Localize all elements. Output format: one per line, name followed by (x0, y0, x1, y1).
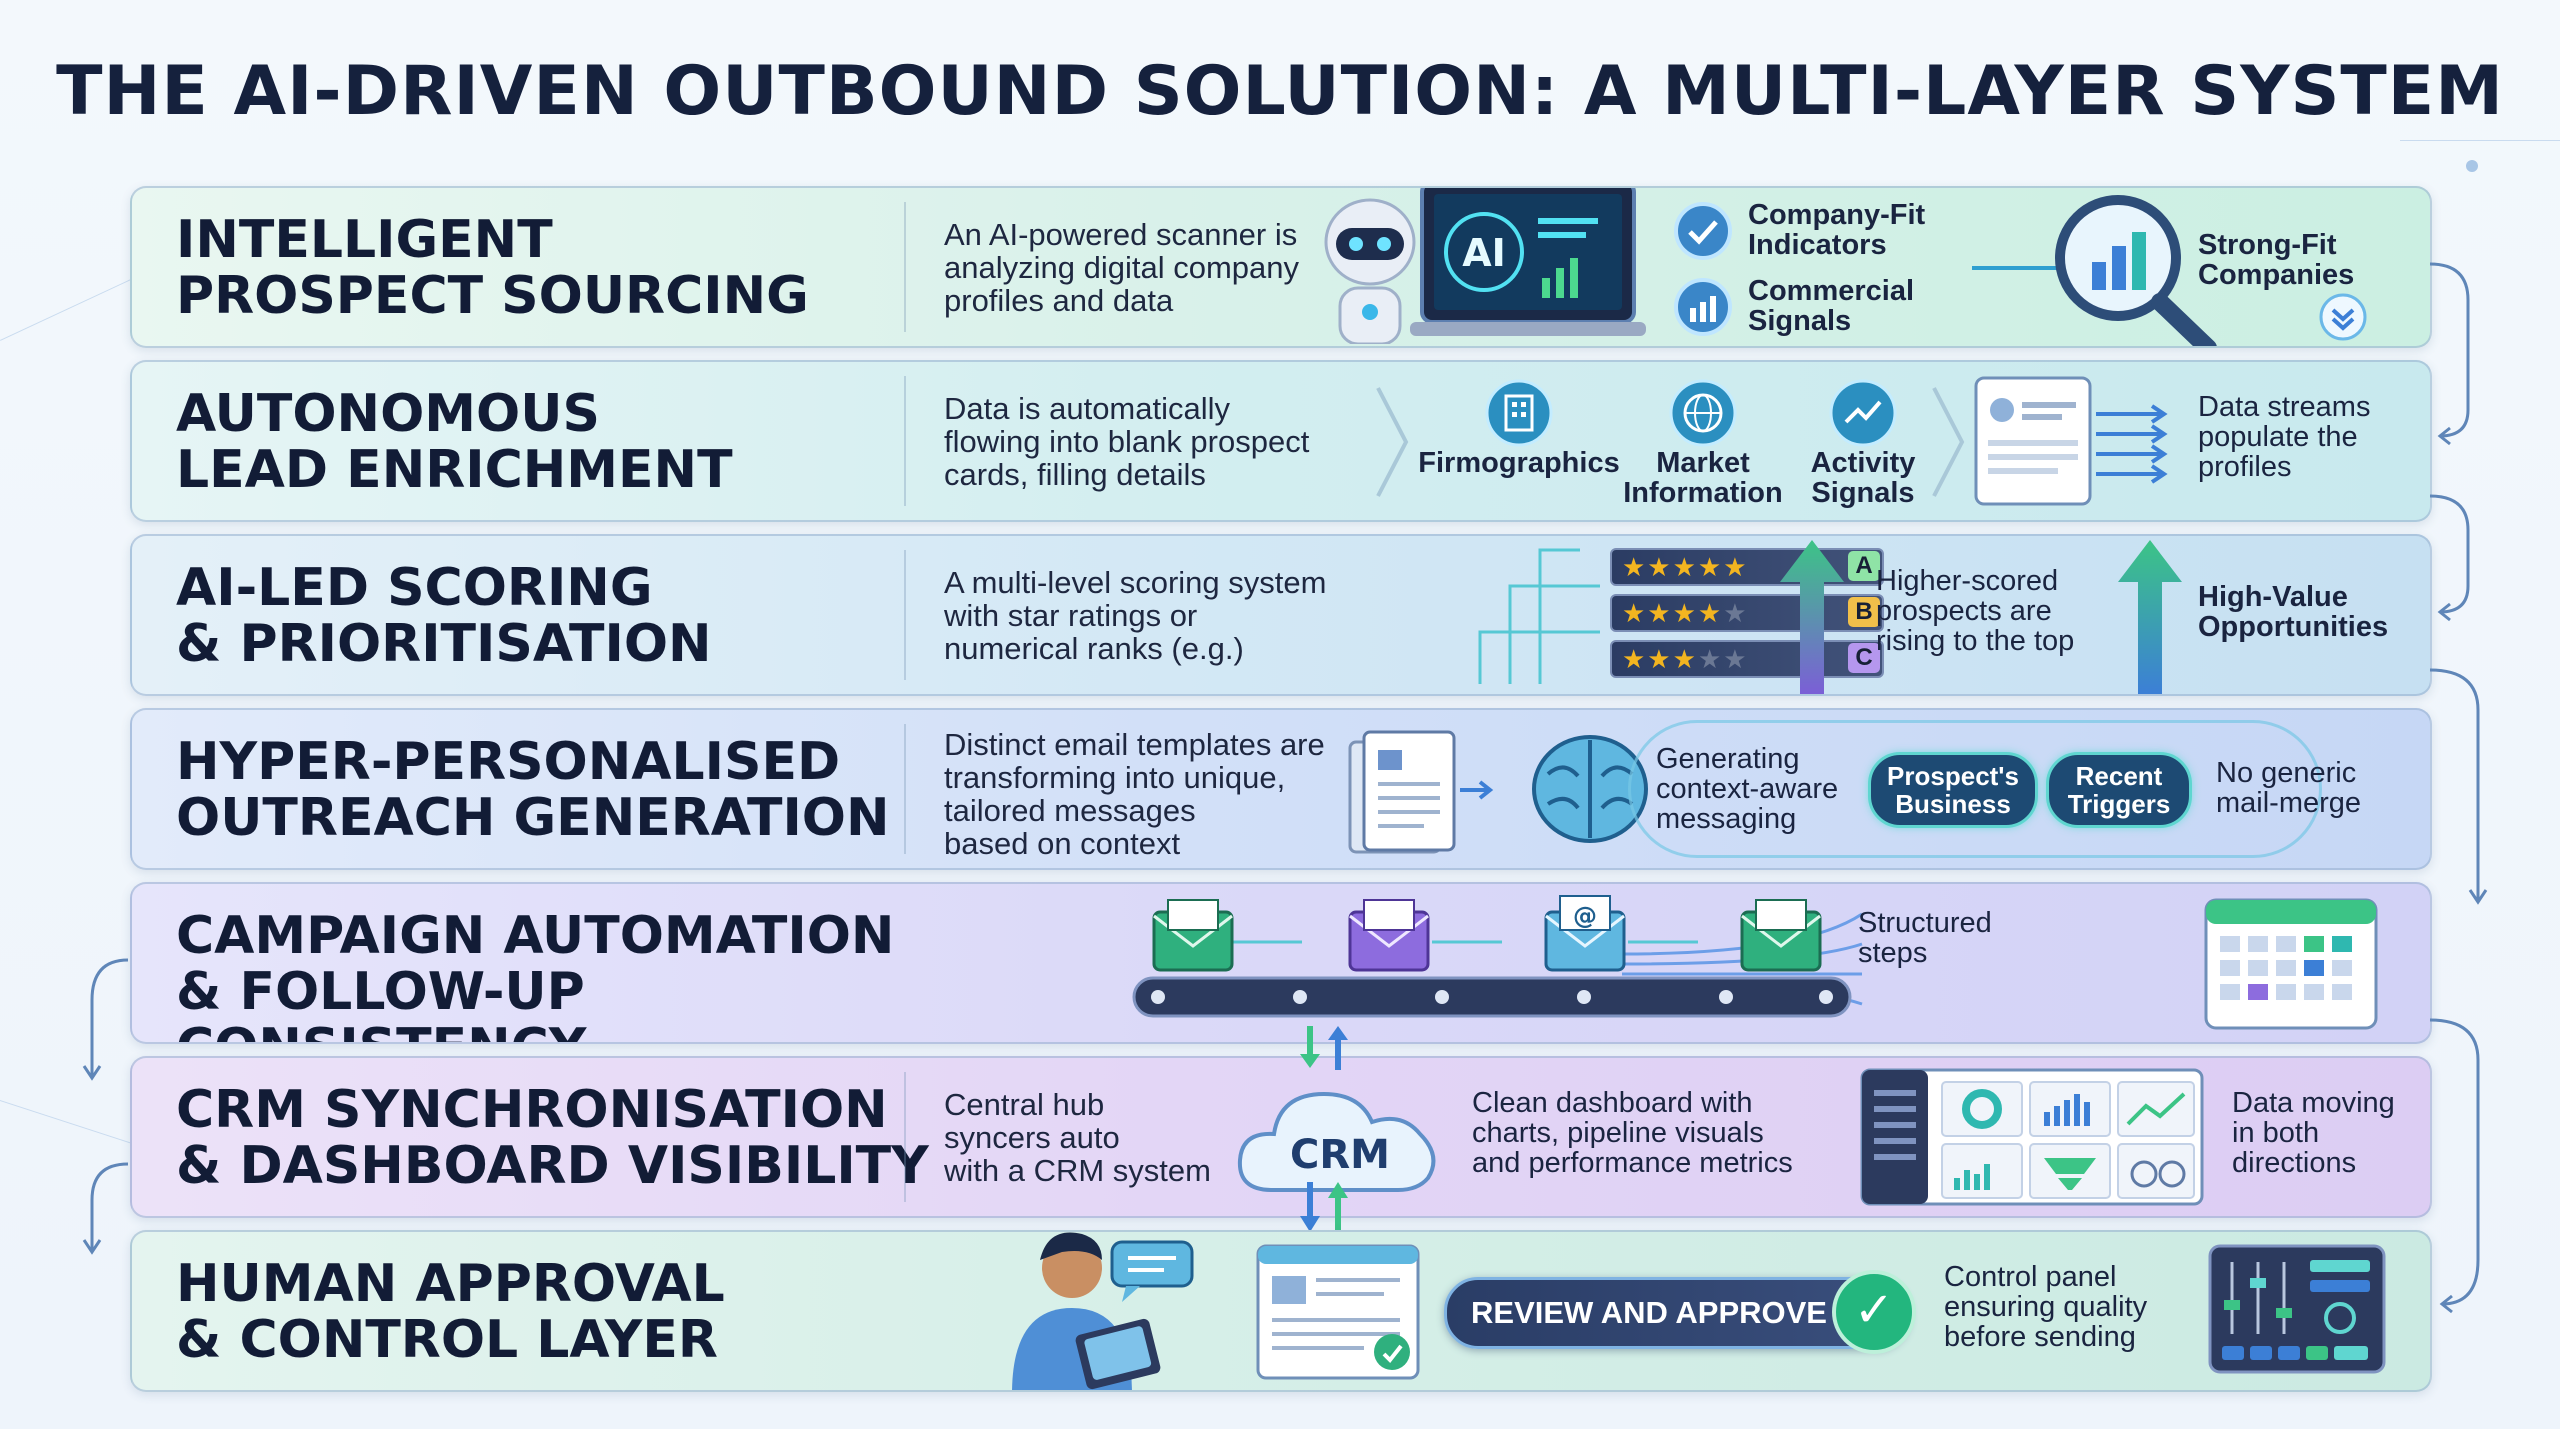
result-high-value: High-Value Opportunities (2198, 581, 2389, 643)
page-title: THE AI-DRIVEN OUTBOUND SOLUTION: A MULTI… (56, 52, 2504, 131)
dashboard-icon (1860, 1068, 2204, 1206)
crm-label: CRM (1290, 1132, 1390, 1178)
at-sign-icon: @ (1573, 902, 1597, 930)
flow-arrows-icon (1478, 548, 1600, 684)
category-activity-signals: Activity Signals (1810, 447, 1916, 509)
layer-title: CAMPAIGN AUTOMATION & FOLLOW-UP CONSISTE… (176, 906, 895, 1042)
chart-badge-icon (1674, 278, 1732, 336)
rating-row-c: ★★★★★ C (1610, 640, 1884, 678)
layer-description: An AI-powered scanner is analyzing digit… (944, 217, 1299, 318)
result-strong-fit: Strong-Fit Companies (2198, 229, 2355, 291)
middle-generating: Generating context-aware messaging (1656, 743, 1839, 835)
grade-badge: A (1848, 551, 1880, 581)
layer-description: Data is automatically flowing into blank… (944, 391, 1310, 492)
indicator-commercial-signals: Commercial Signals (1748, 275, 1915, 337)
indicator-company-fit: Company-Fit Indicators (1748, 199, 1926, 261)
pill-prospects-business: Prospect's Business (1868, 752, 2038, 828)
chevron-right-icon (1376, 387, 1409, 497)
divider (904, 1072, 906, 1202)
layer-title: HUMAN APPROVAL & CONTROL LAYER (176, 1254, 725, 1370)
structured-steps-label: Structured steps (1858, 907, 1992, 969)
profile-card-icon (1974, 376, 2168, 506)
star-rating: ★★★★★ (1622, 644, 1749, 674)
up-arrow-icon (2118, 540, 2182, 694)
layer-lead-enrichment: AUTONOMOUS LEAD ENRICHMENT Data is autom… (130, 360, 2432, 522)
sync-arrows-icon (1300, 1182, 1348, 1234)
checkmark-icon: ✓ (1832, 1270, 1916, 1354)
grade-badge: C (1848, 643, 1880, 673)
document-stack-icon (1348, 730, 1494, 854)
rating-row-b: ★★★★★ B (1610, 594, 1884, 632)
crm-cloud-icon: CRM (1237, 1091, 1436, 1192)
ai-screen-text: AI (1462, 231, 1506, 275)
layer-outreach-generation: HYPER-PERSONALISED OUTREACH GENERATION D… (130, 708, 2432, 870)
star-rating: ★★★★★ (1622, 598, 1749, 628)
layer-title: INTELLIGENT PROSPECT SOURCING (176, 210, 809, 326)
layer-title: AI-LED SCORING & PRIORITISATION (176, 558, 712, 674)
bg-line (2400, 140, 2560, 141)
divider (904, 202, 906, 332)
divider (904, 376, 906, 506)
building-icon (1485, 379, 1553, 447)
star-rating: ★★★★★ (1622, 552, 1749, 582)
decor-dot (2466, 160, 2478, 172)
layer-crm-sync: CRM SYNCHRONISATION & DASHBOARD VISIBILI… (130, 1056, 2432, 1218)
result-no-generic: No generic mail-merge (2216, 757, 2362, 819)
divider (904, 724, 906, 854)
layer-human-approval: HUMAN APPROVAL & CONTROL LAYER (130, 1230, 2432, 1392)
category-firmographics: Firmographics (1418, 447, 1620, 479)
conveyor-belt-icon: @ (1132, 895, 1863, 1018)
right-flow-connectors (2429, 262, 2488, 1314)
control-panel-icon (2208, 1244, 2386, 1374)
layer-campaign-automation: CAMPAIGN AUTOMATION & FOLLOW-UP CONSISTE… (130, 882, 2432, 1044)
approval-document-icon (1256, 1244, 1420, 1380)
laptop-icon: AI (1410, 188, 1646, 336)
result-data-moving: Data moving in both directions (2232, 1087, 2395, 1179)
activity-icon (1829, 379, 1897, 447)
grade-badge: B (1848, 597, 1880, 627)
globe-icon (1669, 379, 1737, 447)
sync-arrows-icon (1300, 1026, 1348, 1070)
layer-description: A multi-level scoring system with star r… (944, 565, 1327, 666)
layer-title: HYPER-PERSONALISED OUTREACH GENERATION (176, 732, 890, 848)
layer-title: AUTONOMOUS LEAD ENRICHMENT (176, 384, 733, 500)
layer-description: Distinct email templates are transformin… (944, 727, 1325, 861)
chevron-right-icon (1932, 387, 1965, 497)
layer-title: CRM SYNCHRONISATION & DASHBOARD VISIBILI… (176, 1080, 929, 1196)
pill-recent-triggers: Recent Triggers (2046, 752, 2192, 828)
up-arrow-icon (1780, 540, 1844, 694)
chevron-down-icon (2319, 293, 2367, 341)
result-data-streams: Data streams populate the profiles (2198, 391, 2371, 483)
robot-icon (1324, 198, 1416, 344)
result-control-panel: Control panel ensuring quality before se… (1944, 1261, 2148, 1353)
divider (904, 550, 906, 680)
middle-clean-dashboard: Clean dashboard with charts, pipeline vi… (1472, 1087, 1793, 1179)
brain-icon (1532, 735, 1648, 843)
person-with-tablet-icon (1012, 1232, 1194, 1390)
middle-higher-scored: Higher-scored prospects are rising to th… (1876, 565, 2075, 657)
layer-scoring: AI-LED SCORING & PRIORITISATION A multi-… (130, 534, 2432, 696)
checkmark-badge-icon (1674, 202, 1732, 260)
layer-prospect-sourcing: INTELLIGENT PROSPECT SOURCING An AI-powe… (130, 186, 2432, 348)
category-market-information: Market Information (1623, 447, 1783, 509)
layer-description: Central hub syncers auto with a CRM syst… (944, 1087, 1211, 1188)
context-frame (1628, 720, 2322, 858)
magnifier-icon (2055, 195, 2217, 346)
left-flow-connectors (82, 958, 129, 1255)
calendar-icon (2204, 898, 2378, 1030)
